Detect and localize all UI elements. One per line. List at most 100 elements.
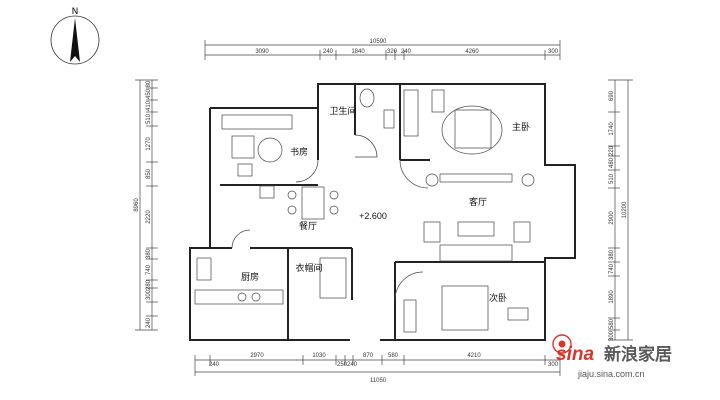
sina-eye-pupil-icon bbox=[558, 340, 566, 348]
compass-label: N bbox=[72, 7, 79, 17]
tv-cabinet-icon bbox=[439, 173, 513, 183]
room-label-dining-room: 餐厅 bbox=[299, 220, 317, 232]
bottom-segment-dimension: 1030 bbox=[312, 353, 326, 359]
right-segment-dimension: 740 bbox=[609, 263, 615, 274]
left-segment-dimension: 850 bbox=[146, 168, 152, 179]
closet-icon bbox=[319, 257, 347, 299]
left-segment-dimension: 1270 bbox=[146, 137, 152, 151]
right-segment-dimension: 220 bbox=[609, 145, 615, 156]
bottom-segment-dimension: 2970 bbox=[250, 353, 264, 359]
desk-icon bbox=[231, 135, 255, 159]
room-labels: 主卧 卫生间 书房 客厅 餐厅 厨房 衣帽间 次卧 +2.600 bbox=[241, 105, 530, 304]
top-segment-dimension: 300 bbox=[548, 49, 559, 55]
right-segment-dimension: 690 bbox=[609, 90, 615, 101]
plant-icon bbox=[521, 173, 535, 187]
watermark-logo: sina bbox=[556, 344, 594, 365]
top-dimension-chain: 10590 3090 240 1840 320 240 4260 300 bbox=[204, 39, 561, 60]
watermark-url: jiaju.sina.com.cn bbox=[577, 369, 645, 379]
armchair-icon bbox=[513, 221, 531, 243]
bottom-dimension-chain: 240 2970 1030 250 240 870 580 4210 300 1… bbox=[194, 353, 561, 384]
armchair-icon bbox=[423, 221, 441, 243]
room-label-living-room: 客厅 bbox=[469, 196, 487, 208]
dining-table-icon bbox=[301, 186, 325, 220]
right-segment-dimension: 1890 bbox=[609, 290, 615, 304]
north-arrow-icon bbox=[70, 18, 80, 62]
dining-chair-icon bbox=[329, 190, 339, 200]
bottom-segment-dimension: 580 bbox=[388, 353, 399, 359]
dining-chair-icon bbox=[329, 205, 339, 215]
fridge-icon bbox=[196, 257, 212, 281]
wardrobe-icon bbox=[403, 299, 417, 333]
room-label-bathroom: 卫生间 bbox=[329, 105, 356, 117]
stove-icon bbox=[251, 292, 261, 302]
top-segment-dimension: 240 bbox=[401, 49, 412, 55]
left-total-dimension: 8960 bbox=[134, 198, 140, 212]
watermark: sina 新浪家居 jiaju.sina.com.cn bbox=[552, 334, 672, 379]
plant-icon bbox=[425, 173, 439, 187]
stove-icon bbox=[237, 292, 247, 302]
room-label-second-bedroom: 次卧 bbox=[489, 292, 507, 304]
wardrobe-icon bbox=[403, 89, 419, 137]
bottom-segment-dimension: 870 bbox=[363, 353, 374, 359]
left-segment-dimension: 410 bbox=[146, 100, 152, 111]
doors bbox=[231, 134, 429, 301]
right-segment-dimension: 2900 bbox=[609, 211, 615, 225]
bottom-total-dimension: 11050 bbox=[370, 378, 387, 384]
nightstand-icon bbox=[431, 89, 445, 113]
furniture bbox=[194, 88, 535, 333]
left-segment-dimension: 300 bbox=[146, 289, 152, 300]
chair-icon bbox=[237, 163, 253, 177]
bed-icon bbox=[454, 109, 492, 149]
left-segment-dimension: 280 bbox=[146, 279, 152, 290]
spiral-stair-icon bbox=[257, 137, 283, 163]
left-dimension-chain: 8960 80 450 410 510 1270 850 2220 380 74… bbox=[134, 79, 158, 331]
compass-ring-icon bbox=[50, 15, 100, 65]
watermark-brand: 新浪家居 bbox=[604, 344, 672, 365]
sofa-icon bbox=[439, 244, 513, 262]
room-label-master-bedroom: 主卧 bbox=[512, 121, 530, 133]
dining-chair-icon bbox=[287, 190, 297, 200]
room-label-cloakroom: 衣帽间 bbox=[295, 262, 322, 274]
sina-eye-icon bbox=[552, 334, 572, 354]
right-segment-dimension: 510 bbox=[609, 173, 615, 184]
bottom-segment-dimension: 240 bbox=[209, 362, 220, 368]
bed-icon bbox=[441, 285, 489, 331]
walls bbox=[189, 83, 576, 341]
desk-icon bbox=[507, 307, 529, 321]
right-segment-dimension: 300 bbox=[609, 330, 615, 341]
left-segment-dimension: 240 bbox=[146, 317, 152, 328]
right-dimension-chain: 10200 690 1740 220 480 510 2900 380 740 … bbox=[608, 79, 633, 341]
top-segment-dimension: 4260 bbox=[465, 49, 479, 55]
top-segment-dimension: 320 bbox=[387, 49, 398, 55]
left-segment-dimension: 740 bbox=[146, 264, 152, 275]
floor-level-mark: +2.600 bbox=[359, 211, 387, 221]
bookshelf-icon bbox=[221, 114, 293, 130]
bottom-segment-dimension: 4210 bbox=[467, 353, 481, 359]
top-segment-dimension: 240 bbox=[323, 49, 334, 55]
toilet-icon bbox=[359, 88, 375, 108]
left-segment-dimension: 510 bbox=[146, 113, 152, 124]
top-segment-dimension: 3090 bbox=[255, 49, 269, 55]
right-segment-dimension: 480 bbox=[609, 157, 615, 168]
bottom-segment-dimension: 250 bbox=[337, 362, 348, 368]
left-segment-dimension: 450 bbox=[146, 88, 152, 99]
sink-icon bbox=[383, 109, 395, 129]
compass: N bbox=[50, 7, 100, 65]
right-segment-dimension: 1740 bbox=[609, 122, 615, 136]
coffee-table-icon bbox=[457, 221, 495, 237]
bottom-segment-dimension: 240 bbox=[347, 362, 358, 368]
bottom-segment-dimension: 300 bbox=[548, 362, 559, 368]
dining-chair-icon bbox=[287, 205, 297, 215]
left-segment-dimension: 380 bbox=[146, 248, 152, 259]
top-total-dimension: 10590 bbox=[370, 39, 387, 45]
right-segment-dimension: 580 bbox=[609, 318, 615, 329]
right-segment-dimension: 380 bbox=[609, 249, 615, 260]
cabinet-icon bbox=[259, 185, 275, 199]
right-total-dimension: 10200 bbox=[622, 201, 628, 218]
left-segment-dimension: 2220 bbox=[146, 210, 152, 224]
left-segment-dimension: 80 bbox=[146, 80, 152, 87]
room-label-kitchen: 厨房 bbox=[241, 271, 259, 283]
room-label-study: 书房 bbox=[290, 146, 308, 158]
top-segment-dimension: 1840 bbox=[351, 49, 365, 55]
